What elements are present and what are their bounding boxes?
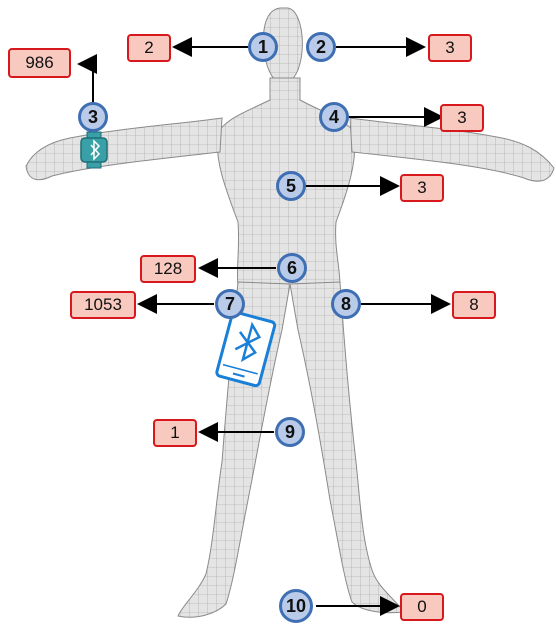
value-badge-marker-5: 3 — [400, 174, 444, 202]
marker-1: 1 — [248, 32, 278, 62]
marker-7: 7 — [215, 289, 245, 319]
value-badge-marker-10: 0 — [400, 593, 444, 621]
right-leg — [289, 281, 405, 614]
marker-4: 4 — [319, 102, 349, 132]
value-badge-marker-1: 2 — [127, 34, 171, 62]
marker-10: 10 — [279, 589, 313, 623]
marker-8: 8 — [331, 289, 361, 319]
value-badge-marker-6: 128 — [140, 255, 196, 283]
connector-arrows — [77, 37, 451, 616]
value-badge-marker-7: 1053 — [70, 291, 136, 319]
bluetooth-smartwatch-icon — [80, 131, 108, 169]
arrow-3 — [77, 54, 97, 104]
value-badge-marker-4: 3 — [440, 104, 484, 132]
value-badge-marker-3: 986 — [8, 48, 71, 78]
value-badge-marker-8: 8 — [452, 291, 496, 319]
value-badge-marker-2: 3 — [428, 34, 472, 62]
left-arm — [25, 117, 223, 181]
right-arm — [349, 117, 555, 182]
value-badge-marker-9: 1 — [153, 419, 197, 447]
marker-6: 6 — [277, 253, 307, 283]
bluetooth-phone-icon — [215, 310, 277, 388]
marker-3: 3 — [78, 102, 108, 132]
marker-2: 2 — [306, 32, 336, 62]
marker-5: 5 — [276, 171, 306, 201]
marker-9: 9 — [275, 417, 305, 447]
